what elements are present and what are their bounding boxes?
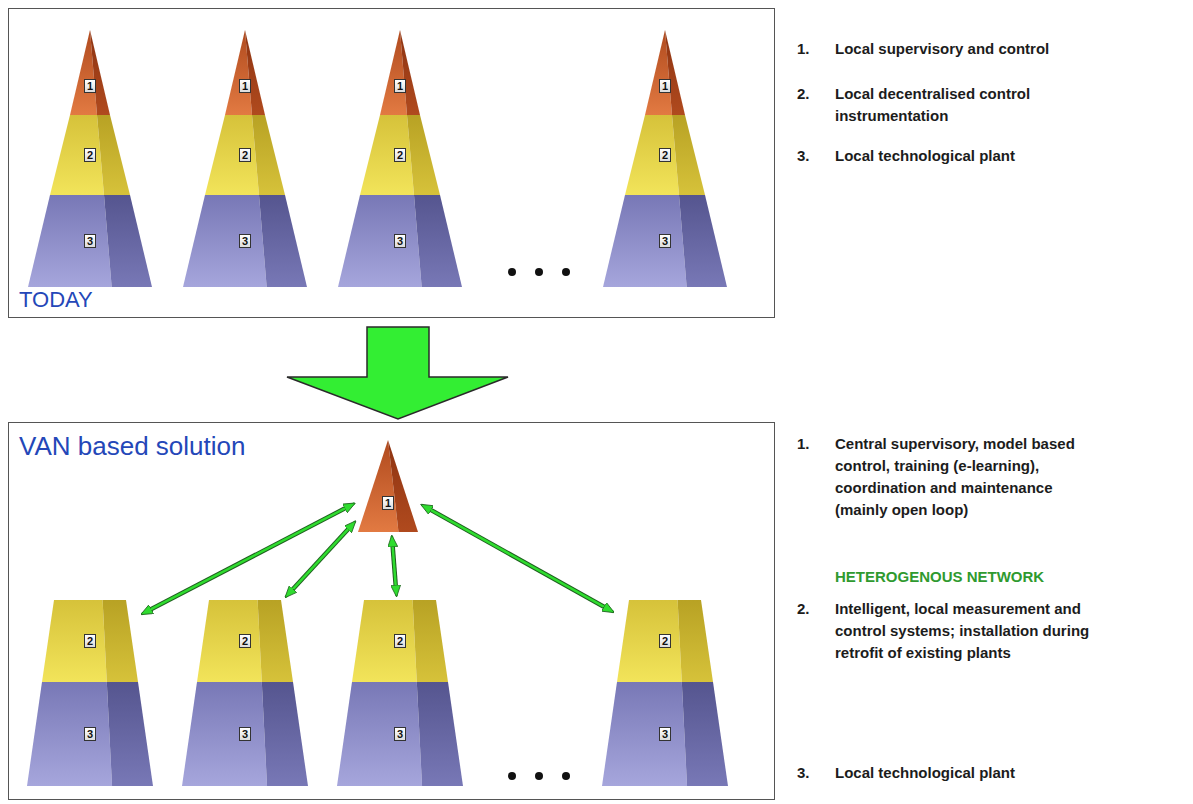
layer-number: 1 [659,79,671,93]
pyramid-layer: 2 [617,600,713,682]
list-description: Local supervisory and control [835,38,1115,60]
list-description: Local decentralised control instrumentat… [835,83,1115,127]
list-description: Local technological plant [835,145,1115,167]
layer-number: 2 [84,634,96,648]
layer-number: 3 [659,234,671,248]
pyramid-layer: 3 [337,682,463,786]
layer-number: 1 [84,79,96,93]
layer-number: 1 [239,79,251,93]
pyramid-face [380,30,420,115]
pyramid-layer: 2 [205,115,285,195]
pyramid-layer: 2 [360,115,440,195]
layer-number: 3 [239,727,251,741]
list-number: 1. [797,433,810,455]
layer-number: 3 [394,727,406,741]
pyramid-layer: 3 [27,682,153,786]
layer-number: 2 [659,148,671,162]
layer-number: 2 [659,634,671,648]
list-description: Central supervisory, model based control… [835,433,1097,521]
list-number: 3. [797,762,810,784]
pyramid-face [70,30,110,115]
panel-title: TODAY [19,287,93,313]
layer-number: 1 [394,79,406,93]
list-number: 2. [797,598,810,620]
transition-arrow [287,327,508,419]
pyramid-layer: 2 [352,600,448,682]
scenario-panel: VAN based solution 1 2 3 2 3 2 3 2 3 [8,422,775,800]
list-description: Local technological plant [835,762,1115,784]
list-description: Intelligent, local measurement and contr… [835,598,1097,664]
layer-number: 3 [394,234,406,248]
list-number: 1. [797,38,810,60]
layer-number: 3 [84,727,96,741]
pyramid-layer: 3 [602,682,728,786]
layer-number: 2 [239,634,251,648]
scenario-panel: TODAY 1 2 3 1 2 3 1 2 3 1 2 3 [8,8,775,318]
pyramid-layer: 2 [625,115,705,195]
pyramid-layer: 2 [42,600,138,682]
layer-number: 1 [382,496,394,510]
panel-title: VAN based solution [19,431,245,461]
pyramid-layer: 2 [50,115,130,195]
pyramid-layer: 3 [338,195,462,287]
pyramid-face [225,30,265,115]
pyramid-layer: 1 [70,30,110,115]
layer-number: 2 [394,148,406,162]
pyramid-layer: 1 [358,440,418,532]
pyramid-layer: 1 [380,30,420,115]
layer-number: 2 [84,148,96,162]
list-number: 2. [797,83,810,105]
list-number: 3. [797,145,810,167]
pyramid-layer: 3 [183,195,307,287]
layer-number: 3 [239,234,251,248]
layer-number: 2 [394,634,406,648]
pyramid-layer: 3 [603,195,727,287]
pyramid-layer: 3 [28,195,152,287]
layer-number: 2 [239,148,251,162]
pyramid-layer: 3 [182,682,308,786]
pyramid-layer: 1 [225,30,265,115]
layer-number: 3 [84,234,96,248]
pyramid-face [358,440,418,532]
pyramid-layer: 2 [197,600,293,682]
pyramid-face [645,30,685,115]
section-heading: HETEROGENOUS NETWORK [835,566,1175,588]
layer-number: 3 [659,727,671,741]
pyramid-layer: 1 [645,30,685,115]
